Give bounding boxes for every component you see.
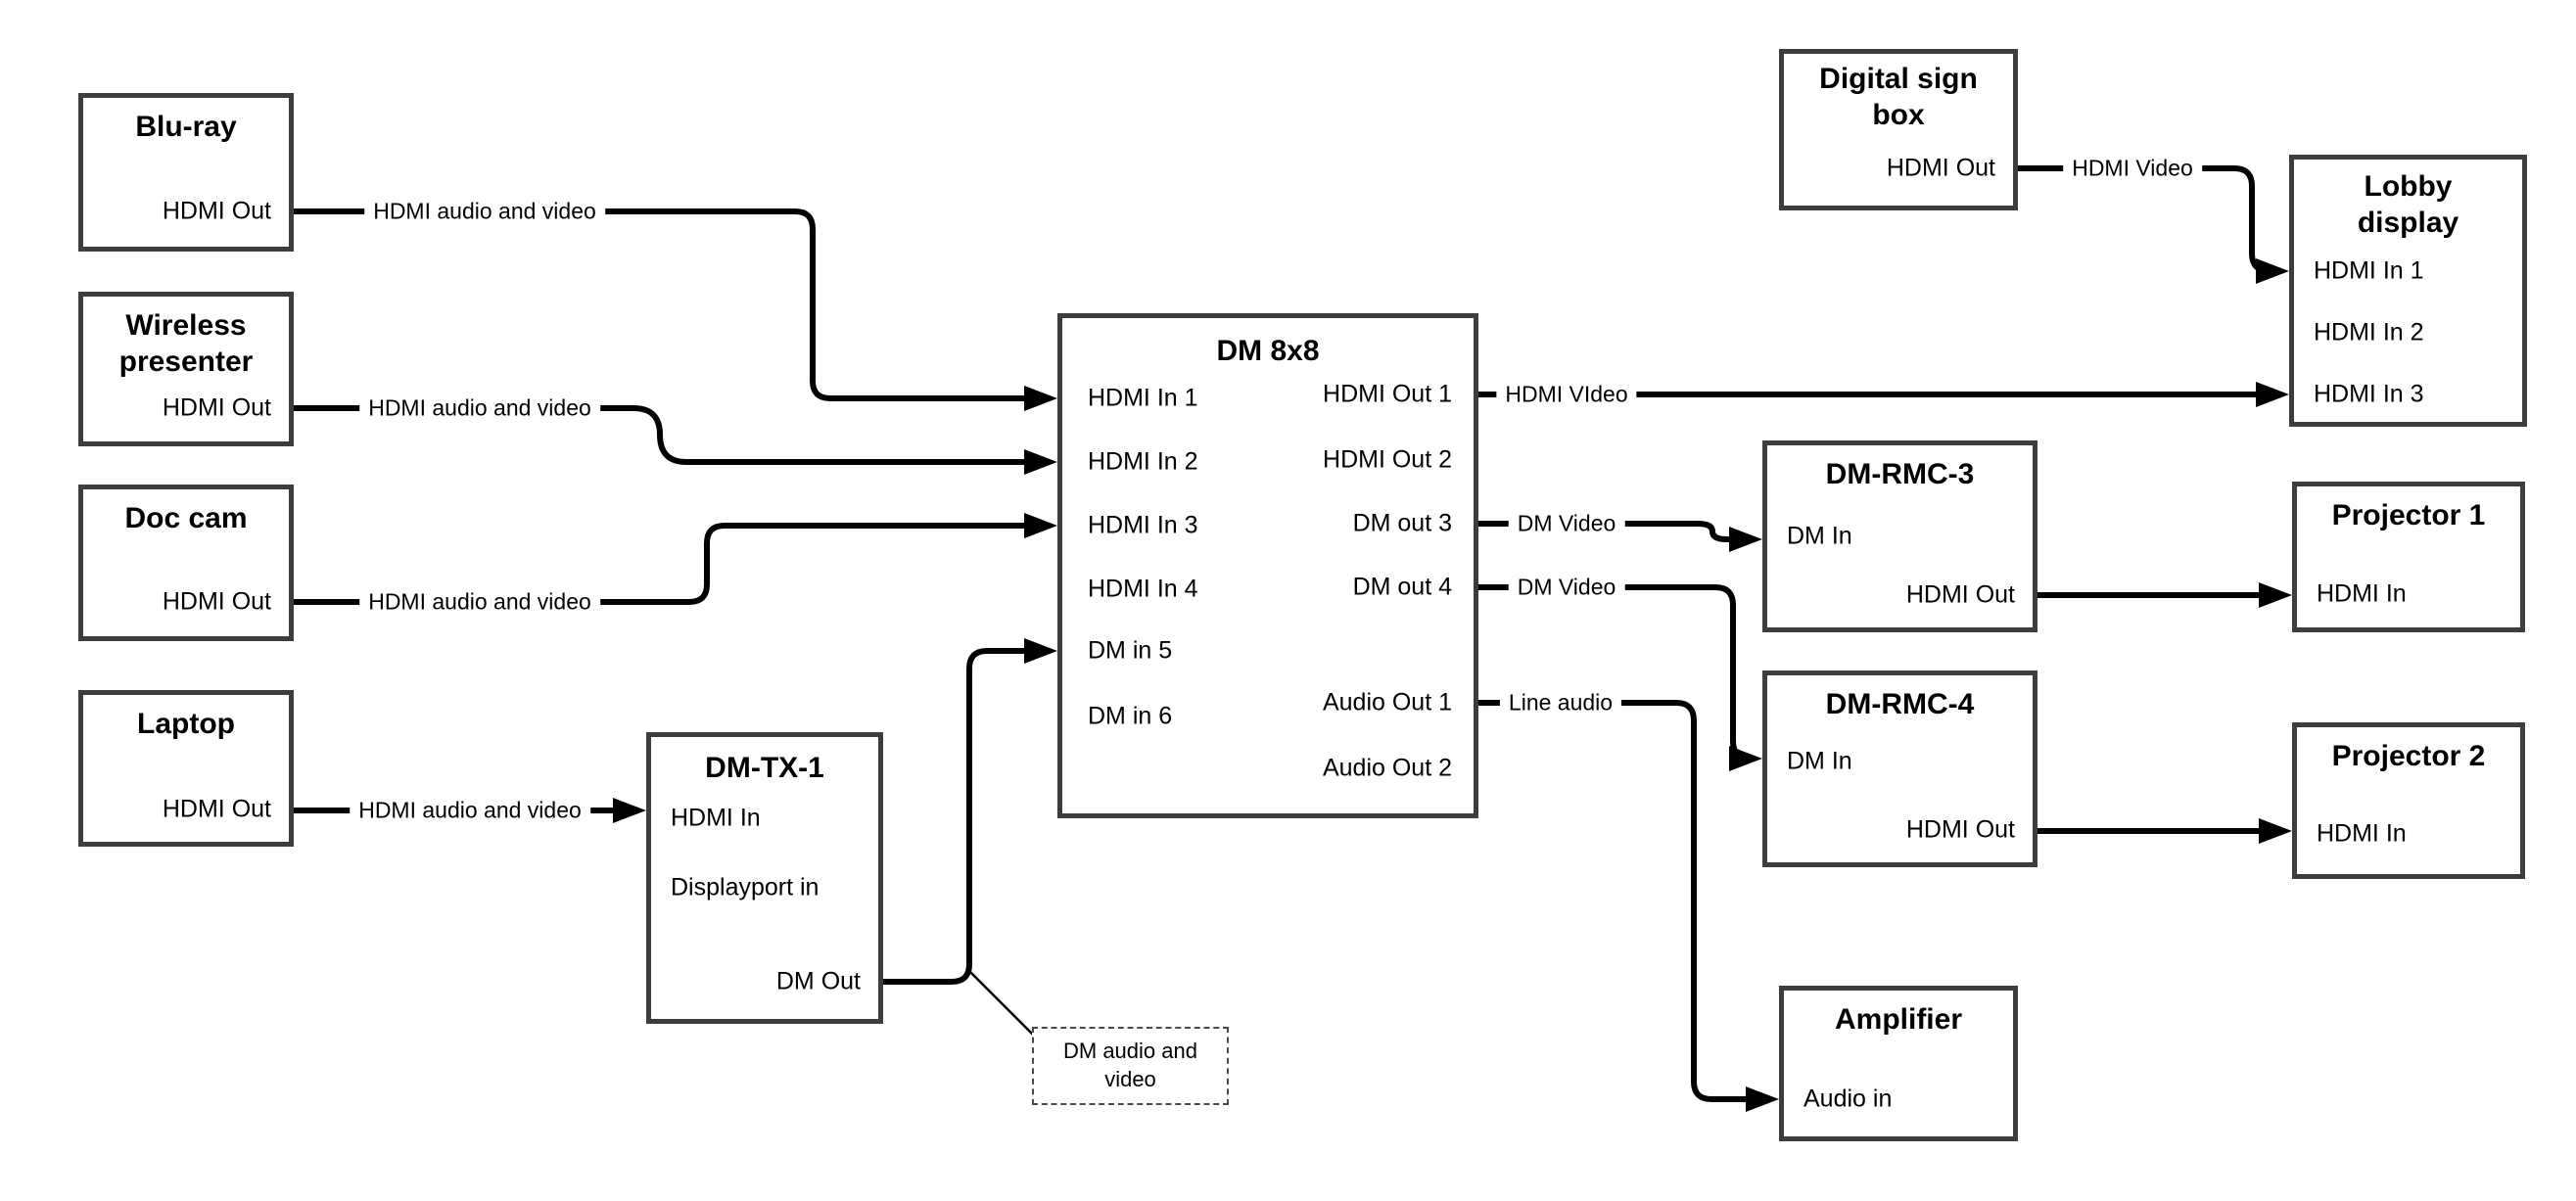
device-box-dm-rmc-3: DM-RMC-3 DM In HDMI Out	[1762, 440, 2037, 632]
port-hdmi-out: HDMI Out	[162, 587, 271, 616]
device-title: Blu-ray	[135, 111, 237, 143]
wire-bluray-to-dm8x8-in1	[294, 208, 1040, 401]
port-hdmi-in-1: HDMI In 1	[1088, 384, 1198, 412]
port-dm-out-4: DM out 4	[1352, 573, 1452, 601]
port-hdmi-out-1: HDMI Out 1	[1323, 380, 1452, 408]
device-title: Projector 2	[2331, 740, 2486, 772]
device-box-amplifier: Amplifier Audio in	[1779, 986, 2018, 1141]
port-dm-in: DM In	[1787, 522, 1852, 550]
port-hdmi-in-3: HDMI In 3	[2314, 380, 2424, 408]
port-hdmi-in: HDMI In	[2317, 579, 2407, 608]
port-hdmi-in: HDMI In	[671, 804, 761, 832]
wire-label-hdmi-audio-video-3: HDMI audio and video	[359, 587, 600, 617]
device-box-digital-sign-box: Digital sign box HDMI Out	[1779, 49, 2018, 210]
arrowhead	[1024, 386, 1057, 411]
port-hdmi-in-4: HDMI In 4	[1088, 575, 1198, 603]
device-box-dm-tx-1: DM-TX-1 HDMI In Displayport in DM Out	[646, 732, 883, 1024]
device-box-projector-1: Projector 1 HDMI In	[2292, 482, 2525, 632]
callout-dm-audio-and-video: DM audio and video	[1032, 1027, 1229, 1105]
device-box-bluray: Blu-ray HDMI Out	[78, 93, 294, 252]
wire-label-hdmi-video-out1: HDMI VIdeo	[1496, 380, 1637, 409]
port-displayport-in: Displayport in	[671, 873, 820, 901]
port-hdmi-in-1: HDMI In 1	[2314, 256, 2424, 285]
wire-label-dm-video-out4: DM Video	[1508, 573, 1625, 602]
wire-dm8x8-audio1-to-amp	[1478, 700, 1762, 1102]
arrowhead	[1024, 449, 1057, 475]
port-hdmi-out: HDMI Out	[162, 795, 271, 823]
arrowhead	[2256, 258, 2289, 284]
port-dm-in-5: DM in 5	[1088, 636, 1173, 665]
device-title: Lobby display	[2357, 170, 2459, 239]
wire-doccam-to-dm8x8-in3	[294, 523, 1040, 605]
device-title: Digital sign box	[1819, 63, 1978, 131]
port-hdmi-out: HDMI Out	[1886, 154, 1995, 182]
port-hdmi-in-2: HDMI In 2	[1088, 447, 1198, 476]
arrowhead	[613, 798, 646, 823]
arrowhead	[1729, 746, 1762, 771]
wire-dm8x8-out3-to-rmc3	[1478, 521, 1749, 542]
arrowhead	[2259, 582, 2292, 608]
device-box-wireless-presenter: Wireless presenter HDMI Out	[78, 292, 294, 446]
device-box-projector-2: Projector 2 HDMI In	[2292, 722, 2525, 879]
port-audio-out-1: Audio Out 1	[1322, 688, 1452, 716]
wire-label-hdmi-video: HDMI Video	[2063, 154, 2202, 183]
port-hdmi-out: HDMI Out	[1905, 580, 2015, 609]
wire-dm8x8-out4-to-rmc4	[1478, 584, 1753, 762]
device-title: DM 8x8	[1216, 335, 1320, 367]
device-box-doc-cam: Doc cam HDMI Out	[78, 485, 294, 641]
device-title: Wireless presenter	[118, 309, 254, 378]
wire-wireless-to-dm8x8-in2	[294, 405, 1040, 465]
callout-leader-line	[968, 970, 1035, 1037]
port-dm-in: DM In	[1787, 747, 1852, 775]
wire-digitalsign-to-lobby-in1	[2018, 165, 2273, 274]
device-title: DM-TX-1	[705, 752, 824, 784]
device-box-dm-8x8-switcher: DM 8x8 HDMI In 1 HDMI In 2 HDMI In 3 HDM…	[1057, 313, 1478, 818]
arrowhead	[1746, 1086, 1779, 1112]
port-dm-out-3: DM out 3	[1352, 509, 1452, 537]
device-box-dm-rmc-4: DM-RMC-4 DM In HDMI Out	[1762, 670, 2037, 867]
port-hdmi-in-3: HDMI In 3	[1088, 511, 1198, 539]
device-title: Laptop	[137, 708, 235, 740]
arrowhead	[2256, 382, 2289, 407]
wire-dmtx1-to-dm8x8-in5	[883, 648, 1040, 985]
port-dm-out: DM Out	[775, 967, 861, 995]
arrowhead	[1729, 527, 1762, 552]
port-hdmi-out-2: HDMI Out 2	[1323, 445, 1452, 474]
port-hdmi-out: HDMI Out	[162, 393, 271, 422]
device-title: Projector 1	[2331, 499, 2486, 531]
arrowhead	[1024, 638, 1057, 664]
device-title: DM-RMC-3	[1825, 458, 1975, 490]
port-audio-in: Audio in	[1803, 1085, 1893, 1113]
port-audio-out-2: Audio Out 2	[1322, 754, 1452, 782]
arrowhead	[2259, 818, 2292, 844]
wire-label-dm-video-out3: DM Video	[1508, 509, 1625, 538]
port-hdmi-in: HDMI In	[2317, 819, 2407, 848]
device-title: DM-RMC-4	[1825, 688, 1975, 720]
wire-label-hdmi-audio-video-4: HDMI audio and video	[350, 796, 590, 825]
device-box-lobby-display: Lobby display HDMI In 1 HDMI In 2 HDMI I…	[2289, 155, 2527, 427]
callout-text: DM audio and video	[1063, 1039, 1197, 1091]
device-title: Amplifier	[1834, 1003, 1963, 1036]
wire-label-hdmi-audio-video-1: HDMI audio and video	[364, 197, 605, 226]
device-title: Doc cam	[124, 502, 248, 534]
port-hdmi-out: HDMI Out	[1905, 815, 2015, 844]
port-hdmi-in-2: HDMI In 2	[2314, 318, 2424, 346]
port-dm-in-6: DM in 6	[1088, 702, 1173, 730]
wire-label-hdmi-audio-video-2: HDMI audio and video	[359, 393, 600, 423]
device-box-laptop: Laptop HDMI Out	[78, 690, 294, 847]
wire-label-line-audio: Line audio	[1499, 688, 1622, 717]
port-hdmi-out: HDMI Out	[162, 197, 271, 225]
arrowhead	[1024, 513, 1057, 538]
